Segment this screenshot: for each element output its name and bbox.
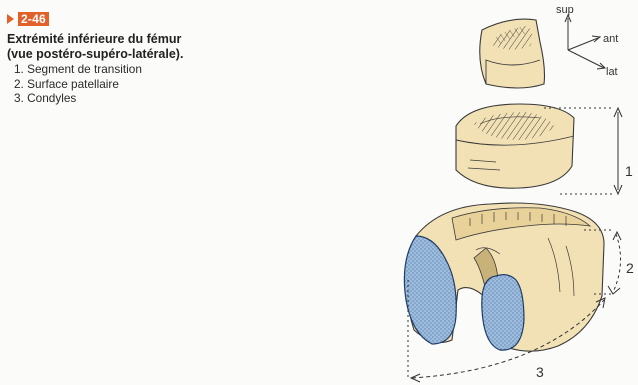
callout-label-3: 3 [536,364,544,380]
femur-shaft-section [480,19,545,88]
callout-label-2: 2 [626,260,634,276]
orientation-label-sup: sup [556,4,574,16]
orientation-label-lat: lat [606,66,618,78]
orientation-axes: sup ant lat [556,4,618,78]
orientation-label-ant: ant [603,33,618,45]
callout-2-arrow-down-icon [608,286,620,294]
transition-segment [456,104,574,188]
callout-label-1: 1 [625,163,633,179]
ant-axis [568,38,598,50]
lat-axis [568,50,604,68]
lateral-condyle-cartilage [482,275,524,350]
distal-femur [404,203,604,351]
